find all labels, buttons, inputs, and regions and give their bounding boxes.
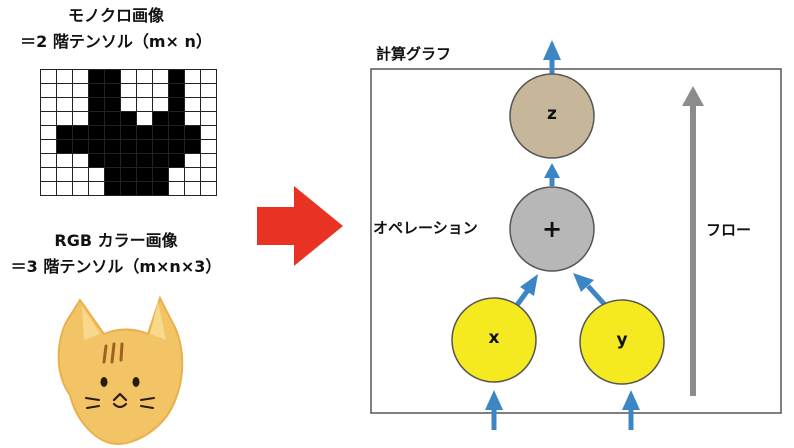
red-right-arrow-icon [257,186,343,266]
node-y-label: y [616,330,628,350]
rgb-tensor-text: ＝3 階テンソル（m×n×3） [10,257,222,276]
mono-pixel-grid [40,69,217,196]
node-y [579,299,665,385]
node-x-label: x [488,328,500,348]
mono-image-title: モノクロ画像 [67,6,164,25]
pixel-cell [200,181,217,196]
edge-x-in [485,390,503,430]
graph-title: 計算グラフ [376,45,452,63]
node-z [509,73,595,159]
flow-label: フロー [706,221,752,239]
node-plus-label: + [541,215,563,243]
flow-arrow [682,86,704,396]
operation-label: オペレーション [373,219,478,237]
node-z-label: z [547,104,557,124]
edge-y-in [622,390,640,430]
edge-y-to-plus [573,273,608,308]
mono-tensor-text: ＝2 階テンソル（m× n） [20,32,212,51]
graph-frame [370,68,782,414]
edge-plus-to-z [544,163,560,186]
node-plus [509,186,595,272]
cat-face-icon [57,295,184,446]
rgb-image-title: RGB カラー画像 [54,231,178,250]
node-x [451,297,537,383]
